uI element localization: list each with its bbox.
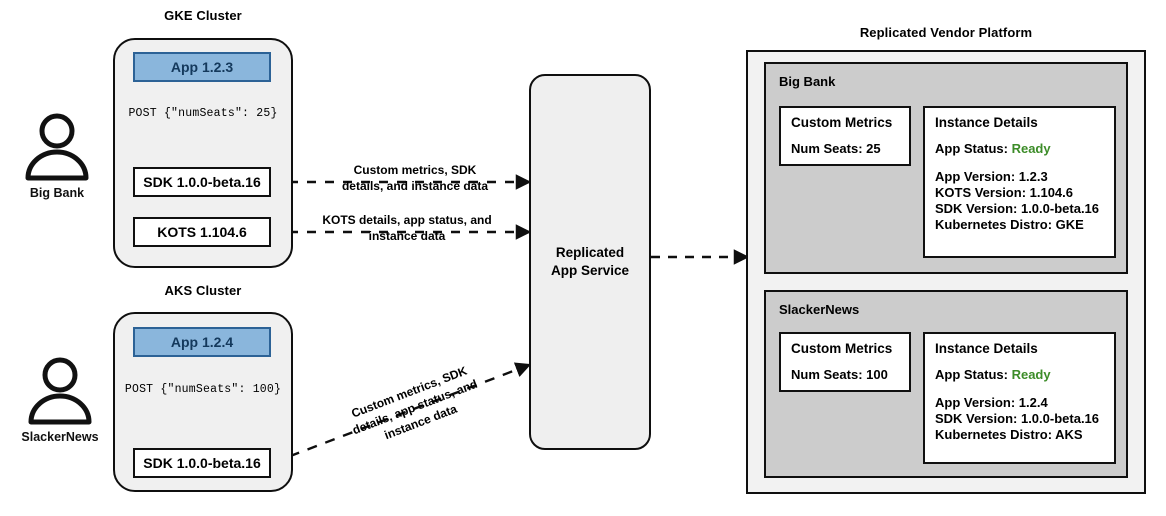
customer-name-big-bank: Big Bank [779,74,836,89]
gke-post-payload: POST {"numSeats": 25} [128,107,278,120]
user-icon-big-bank [25,113,89,181]
customer-name-slackernews: SlackerNews [779,302,860,317]
service-label-line-2: App Service [550,263,630,278]
app-status-label: App Status: [935,141,1008,156]
aks-app-box[interactable]: App 1.2.4 [133,327,271,357]
edge-label-line-2: instance data [368,228,446,243]
instance-detail-row: SDK Version: 1.0.0-beta.16 [935,411,1100,426]
user-icon-slackernews [28,357,92,425]
gke-kots-box[interactable]: KOTS 1.104.6 [133,217,271,247]
app-status-row: App Status: Ready [935,141,1114,156]
custom-metrics-heading: Custom Metrics [791,341,893,356]
instance-detail-row: KOTS Version: 1.104.6 [935,185,1074,200]
instance-detail-row: App Version: 1.2.3 [935,169,1048,184]
custom-metrics-card-slackernews: Custom Metrics Num Seats: 100 [779,332,911,392]
instance-detail-row: Kubernetes Distro: AKS [935,427,1083,442]
aks-cluster-title: AKS Cluster [164,283,242,298]
edge-label-aks-sdk: Custom metrics, SDK details, app status,… [322,352,507,462]
service-label-line-1: Replicated [555,244,625,260]
platform-title: Replicated Vendor Platform [859,25,1033,40]
custom-metrics-row: Num Seats: 25 [791,141,881,156]
gke-sdk-box[interactable]: SDK 1.0.0-beta.16 [133,167,271,197]
edge-label-line-1: KOTS details, app status, and [322,213,492,227]
app-status-badge: Ready [1011,367,1051,382]
app-status-badge: Ready [1011,141,1051,156]
instance-detail-row: Kubernetes Distro: GKE [935,217,1084,232]
gke-cluster-title: GKE Cluster [164,8,242,23]
instance-detail-row: App Version: 1.2.4 [935,395,1048,410]
edge-label-gke-kots: KOTS details, app status, and instance d… [307,213,507,244]
instance-detail-row: SDK Version: 1.0.0-beta.16 [935,201,1100,216]
custom-metrics-card-big-bank: Custom Metrics Num Seats: 25 [779,106,911,166]
instance-details-card-big-bank: Instance Details App Status: Ready App V… [923,106,1116,258]
app-status-label: App Status: [935,367,1008,382]
edge-label-line-2: details, and instance data [341,178,489,193]
instance-details-heading: Instance Details [935,115,1038,130]
edge-label-gke-sdk: Custom metrics, SDK details, and instanc… [325,163,505,194]
edge-label-line-1: Custom metrics, SDK [353,163,477,177]
instance-details-card-slackernews: Instance Details App Status: Ready App V… [923,332,1116,464]
replicated-app-service-box[interactable]: Replicated App Service [529,74,651,450]
actor-label-slackernews: SlackerNews [21,430,99,444]
app-status-row: App Status: Ready [935,367,1114,382]
custom-metrics-row: Num Seats: 100 [791,367,888,382]
aks-sdk-box[interactable]: SDK 1.0.0-beta.16 [133,448,271,478]
aks-post-payload: POST {"numSeats": 100} [124,383,282,396]
gke-app-box[interactable]: App 1.2.3 [133,52,271,82]
instance-details-heading: Instance Details [935,341,1038,356]
actor-label-big-bank: Big Bank [29,186,85,200]
custom-metrics-heading: Custom Metrics [791,115,893,130]
